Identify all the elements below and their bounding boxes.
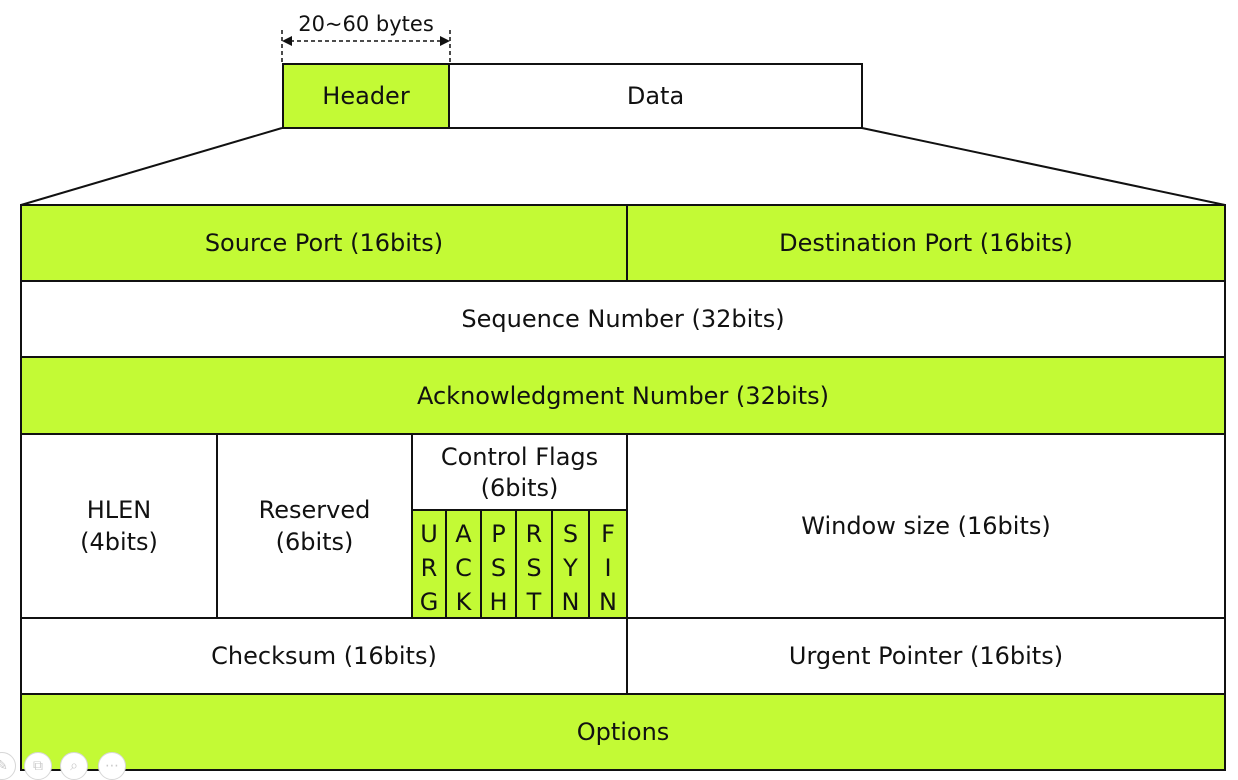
checksum-field: Checksum (16bits) bbox=[20, 617, 628, 695]
flag-psh-letter-2: S bbox=[490, 554, 507, 582]
flag-syn: S Y N bbox=[551, 509, 590, 619]
flag-fin-letter-3: N bbox=[599, 588, 617, 616]
flag-urg-letter-3: G bbox=[419, 588, 439, 616]
source-port-field: Source Port (16bits) bbox=[20, 204, 628, 282]
acknowledgment-number-field: Acknowledgment Number (32bits) bbox=[20, 356, 1226, 435]
flag-ack-letter-2: C bbox=[455, 554, 472, 582]
flag-fin: F I N bbox=[588, 509, 628, 619]
tcp-header-table: Source Port (16bits) Destination Port (1… bbox=[20, 204, 1226, 771]
flag-rst-letter-3: T bbox=[526, 588, 542, 616]
flag-psh-letter-1: P bbox=[491, 520, 506, 548]
sequence-number-field: Sequence Number (32bits) bbox=[20, 280, 1226, 358]
header-size-label: 20~60 bytes bbox=[298, 12, 434, 36]
window-size-field: Window size (16bits) bbox=[626, 433, 1226, 619]
control-flags-field: Control Flags (6bits) bbox=[411, 433, 628, 511]
flag-syn-letter-3: N bbox=[561, 588, 580, 616]
flag-urg-letter-1: U bbox=[420, 520, 438, 548]
flag-psh-letter-3: H bbox=[489, 588, 508, 616]
flag-rst-letter-1: R bbox=[525, 520, 543, 548]
destination-port-field: Destination Port (16bits) bbox=[626, 204, 1226, 282]
options-field: Options bbox=[20, 693, 1226, 771]
zoom-icon[interactable]: ⌕ bbox=[60, 752, 88, 780]
more-icon[interactable]: ⋯ bbox=[98, 752, 126, 780]
flag-urg-letter-2: R bbox=[420, 554, 438, 582]
flag-syn-letter-1: S bbox=[562, 520, 579, 548]
header-block: Header bbox=[282, 63, 450, 129]
hlen-field: HLEN (4bits) bbox=[20, 433, 218, 619]
flag-ack: A C K bbox=[445, 509, 482, 619]
flag-rst-letter-2: S bbox=[526, 554, 542, 582]
data-block: Data bbox=[448, 63, 863, 129]
flag-rst: R S T bbox=[515, 509, 553, 619]
copy-icon[interactable]: ⧉ bbox=[24, 752, 52, 780]
flag-psh: P S H bbox=[480, 509, 517, 619]
flag-ack-letter-1: A bbox=[455, 520, 472, 548]
flag-fin-letter-2: I bbox=[604, 554, 612, 582]
flag-fin-letter-1: F bbox=[601, 520, 615, 548]
flag-ack-letter-3: K bbox=[455, 588, 472, 616]
urgent-pointer-field: Urgent Pointer (16bits) bbox=[626, 617, 1226, 695]
flag-urg: U R G bbox=[411, 509, 447, 619]
flag-syn-letter-2: Y bbox=[563, 554, 578, 582]
reserved-field: Reserved (6bits) bbox=[216, 433, 413, 619]
